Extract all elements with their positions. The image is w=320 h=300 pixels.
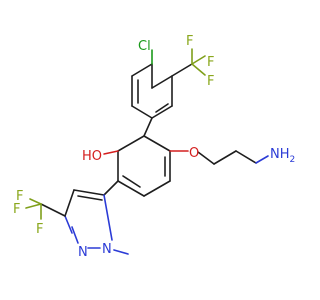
bond — [143, 180, 171, 197]
molecule-structure: Cl F F F HO O NH2 F F F N N — [13, 34, 295, 260]
bond — [171, 63, 193, 77]
pyrazole-nitrogen-label: N — [78, 245, 88, 260]
hydroxyl-label: HO — [82, 149, 102, 164]
fluorine-label: F — [207, 55, 214, 70]
ether-oxygen-label: O — [189, 146, 199, 161]
bond — [235, 150, 257, 164]
bond — [73, 189, 105, 196]
bond — [29, 198, 42, 205]
bond — [64, 215, 73, 234]
bond — [131, 105, 153, 119]
bond — [113, 249, 129, 255]
bond — [151, 105, 173, 119]
bond — [117, 135, 145, 152]
bond — [143, 117, 153, 137]
bond — [213, 150, 237, 165]
bond — [77, 195, 103, 201]
chlorine-label: Cl — [138, 39, 151, 54]
fluorine-label: F — [13, 202, 20, 217]
bond — [103, 150, 119, 155]
fluorine-label: F — [16, 189, 23, 204]
fluorine-label: F — [36, 222, 43, 237]
bond — [64, 189, 75, 217]
fluorine-label: F — [207, 74, 214, 89]
bond — [191, 55, 206, 65]
atom-labels: Cl F F F HO O NH2 F F F N N — [13, 34, 295, 260]
bond — [197, 151, 215, 165]
bond — [25, 203, 42, 209]
bonds — [25, 48, 269, 255]
bond — [122, 175, 141, 188]
bond — [143, 135, 171, 152]
bond — [255, 155, 269, 164]
amine-label: NH2 — [270, 147, 295, 165]
bond — [40, 203, 66, 217]
bond — [131, 63, 153, 77]
pyrazole-nitrogen-label: N — [102, 242, 112, 257]
bond — [103, 194, 113, 241]
bond — [103, 180, 119, 196]
bond — [155, 103, 169, 113]
bond — [151, 75, 173, 89]
bond — [191, 63, 206, 76]
bond — [117, 180, 145, 197]
fluorine-label: F — [186, 34, 193, 49]
bond — [71, 226, 79, 244]
